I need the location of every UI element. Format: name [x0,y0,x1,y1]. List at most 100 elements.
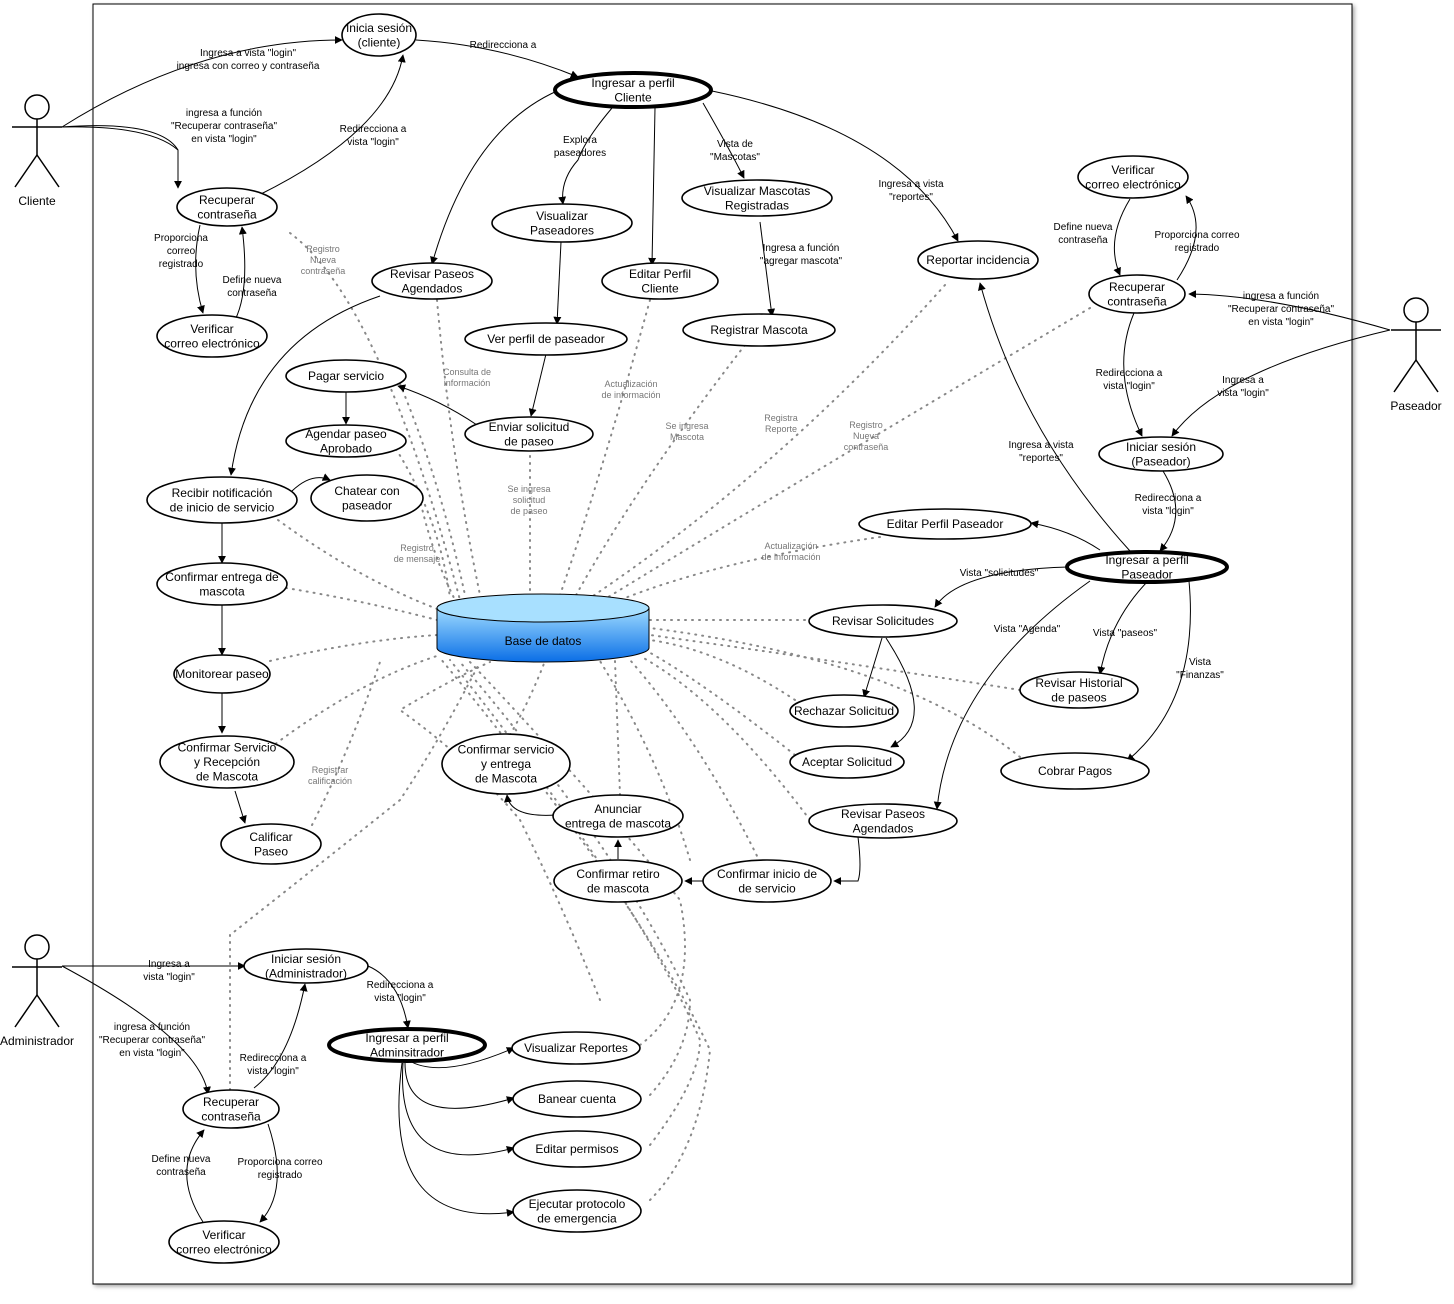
use-case-pagar-servicio: Pagar servicio [285,359,407,393]
use-case-ellipse [552,794,684,838]
use-case-ellipse [512,1189,642,1233]
use-case-inicia-sesion-cliente: Inicia sesión(cliente) [341,13,417,57]
use-case-ellipse [310,474,424,522]
edge-label-cliente-recuperar: ingresa a función"Recuperar contraseña"e… [171,108,277,145]
use-case-ellipse [1000,752,1150,790]
use-case-iniciar-sesion-paseador: Iniciar sesión(Paseador) [1098,436,1224,472]
use-case-ellipse [808,803,958,839]
use-case-ellipse [156,314,268,358]
use-case-visualizar-reportes: Visualizar Reportes [511,1031,641,1065]
use-case-label: Iniciar sesión(Paseador) [1126,440,1196,469]
database-label: Base de datos [505,634,582,648]
use-case-ellipse [1019,671,1139,709]
use-case-ellipse [1065,550,1229,584]
use-case-ellipse [681,179,833,217]
use-case-iniciar-sesion-admin: Iniciar sesión(Administrador) [243,948,369,984]
edge-label-vista-finanzas: Vista"Finanzas" [1176,657,1224,681]
use-case-ellipse [146,476,298,524]
edges [61,36,1391,1223]
actor-label-cliente: Cliente [18,194,56,208]
use-case-label: Aceptar Solicitud [802,755,892,769]
use-case-label: Monitorear paseo [175,667,269,681]
use-case-editar-perfil-paseador: Editar Perfil Paseador [858,508,1032,540]
use-case-editar-permisos: Editar permisos [512,1130,642,1168]
use-case-ellipse [808,604,958,638]
use-case-ellipse [601,262,719,300]
use-case-ellipse [682,313,836,347]
edge-labels: Ingresa a vista "login"ingresa con corre… [99,40,1334,1181]
use-case-ellipse [1098,436,1224,472]
use-case-label: Editar permisos [535,1142,618,1156]
actor-cliente: Cliente [12,94,62,208]
use-case-ellipse [512,1080,642,1118]
use-case-ellipse [327,1027,487,1063]
use-case-label: Reportar incidencia [926,253,1030,267]
use-case-ellipse [553,71,713,109]
edge-label-vista-solicitudes: Vista "solicitudes" [960,568,1039,579]
edge-label-admin-recuperar: ingresa a función"Recuperar contraseña"e… [99,1022,205,1059]
use-case-ellipse [156,562,288,606]
actor-paseador: Paseador [1390,297,1442,413]
use-case-label: Ver perfil de paseador [487,332,604,346]
use-case-ellipse [168,1220,280,1264]
use-case-ellipse [789,694,899,728]
edge-label-vista-paseos: Vista "paseos" [1093,628,1158,639]
use-case-label: Banear cuenta [538,1092,616,1106]
use-case-ellipse [441,733,571,795]
use-case-ver-perfil-paseador: Ver perfil de paseador [464,322,628,356]
use-case-cobrar-pagos: Cobrar Pagos [1000,752,1150,790]
use-case-ellipse [176,187,278,227]
edge-label-agregar-mascota: Ingresa a función"agregar mascota" [760,243,843,267]
use-case-ellipse [464,322,628,356]
use-case-ellipse [341,13,417,57]
